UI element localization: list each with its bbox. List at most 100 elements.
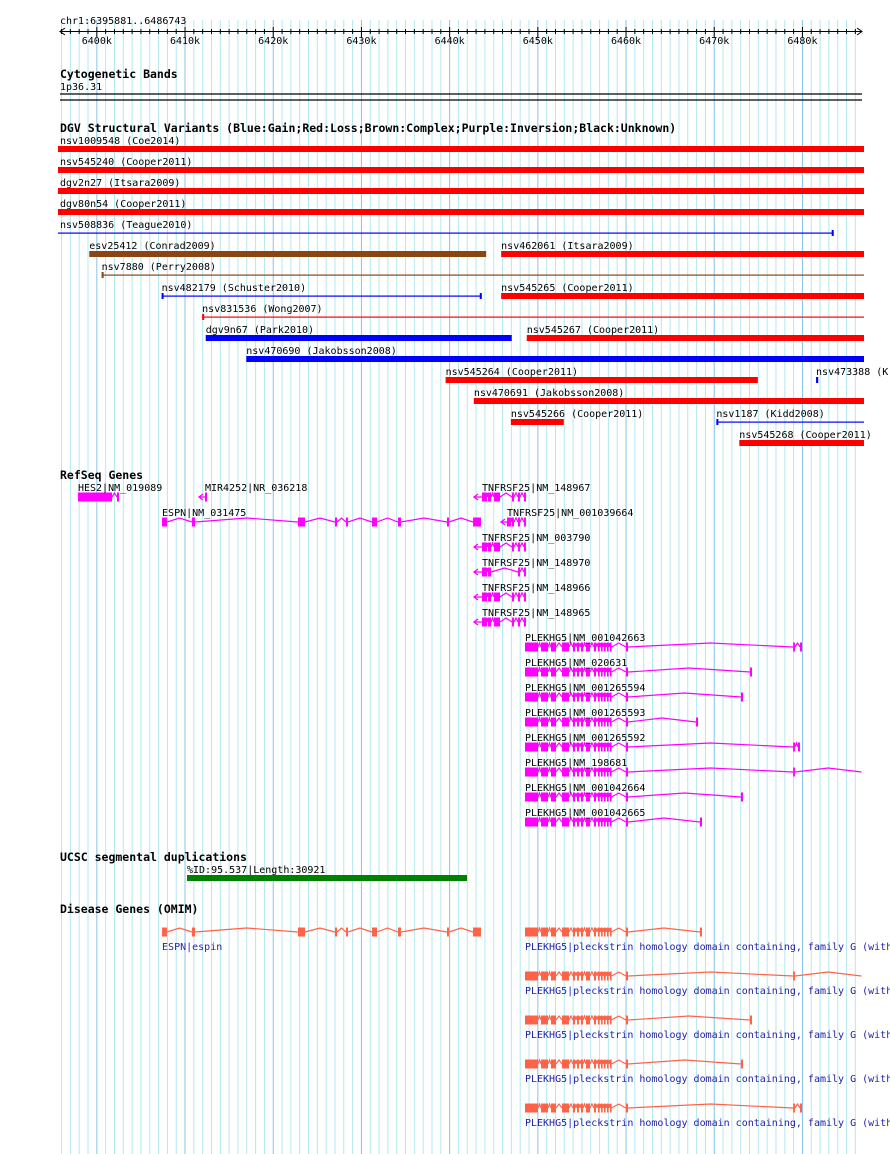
dgv-feature[interactable]: nsv7880 (Perry2008) bbox=[101, 262, 864, 278]
intron bbox=[595, 642, 599, 648]
track-cytogenetic-bands[interactable]: Cytogenetic Bands 1p36.31 bbox=[60, 67, 862, 101]
exon bbox=[604, 717, 606, 727]
dgv-feature[interactable]: nsv545268 (Cooper2011) bbox=[739, 430, 872, 446]
exon bbox=[586, 1103, 590, 1113]
exon bbox=[598, 1103, 600, 1113]
refseq-transcript[interactable]: PLEKHG5|NM_001265593 bbox=[524, 708, 699, 727]
exon bbox=[601, 742, 603, 752]
track-dgv-structural-variants[interactable]: DGV Structural Variants (Blue:Gain;Red:L… bbox=[58, 121, 888, 446]
exon bbox=[562, 767, 569, 777]
intron bbox=[547, 741, 552, 748]
refseq-transcript[interactable]: TNFRSF25|NM_003790 bbox=[472, 533, 590, 552]
dgv-feature[interactable]: nsv1009548 (Coe2014) bbox=[58, 136, 864, 152]
exon bbox=[577, 1103, 579, 1113]
dgv-feature[interactable]: dgv2n27 (Itsara2009) bbox=[58, 178, 864, 194]
dgv-feature[interactable]: nsv473388 (K bbox=[816, 367, 888, 383]
intron bbox=[568, 666, 574, 673]
dgv-feature[interactable]: nsv482179 (Schuster2010) bbox=[161, 283, 482, 299]
dgv-feature[interactable]: nsv1187 (Kidd2008) bbox=[716, 409, 864, 425]
dgv-feature-label: nsv7880 (Perry2008) bbox=[102, 262, 216, 273]
refseq-transcript[interactable]: PLEKHG5|NM_001042665 bbox=[524, 808, 702, 827]
dgv-feature-label: dgv2n27 (Itsara2009) bbox=[60, 178, 180, 189]
dgv-feature[interactable]: nsv462061 (Itsara2009) bbox=[501, 241, 864, 257]
refseq-transcript[interactable]: ESPN|NM_031475 bbox=[162, 508, 481, 527]
dgv-feature[interactable]: dgv80n54 (Cooper2011) bbox=[58, 199, 864, 215]
intron bbox=[595, 817, 599, 823]
dgv-feature[interactable]: dgv9n67 (Park2010) bbox=[205, 325, 512, 341]
exon bbox=[494, 592, 501, 602]
exon bbox=[607, 642, 609, 652]
intron bbox=[537, 816, 542, 823]
dgv-feature-label: dgv9n67 (Park2010) bbox=[206, 325, 314, 336]
dgv-feature-label: nsv482179 (Schuster2010) bbox=[162, 283, 307, 294]
refseq-transcript[interactable]: MIR4252|NR_036218 bbox=[197, 483, 307, 502]
dgv-feature[interactable]: nsv545264 (Cooper2011) bbox=[445, 367, 758, 383]
exon bbox=[601, 1015, 603, 1025]
exon bbox=[577, 767, 579, 777]
intron bbox=[513, 616, 519, 623]
intron bbox=[794, 971, 862, 977]
refseq-transcript[interactable]: PLEKHG5|NM_020631 bbox=[524, 658, 753, 677]
refseq-transcript[interactable]: PLEKHG5|NM_001265594 bbox=[524, 683, 744, 702]
omim-feature[interactable]: PLEKHG5|pleckstrin homology domain conta… bbox=[524, 970, 890, 998]
ruler-tick-label: 6470k bbox=[699, 36, 729, 47]
refseq-transcript[interactable]: TNFRSF25|NM_001039664 bbox=[499, 508, 633, 527]
intron bbox=[582, 741, 587, 748]
exon bbox=[580, 642, 584, 652]
intron bbox=[604, 1059, 608, 1065]
refseq-transcript[interactable]: TNFRSF25|NM_148967 bbox=[472, 483, 590, 502]
exon bbox=[473, 517, 481, 527]
exon bbox=[512, 517, 514, 527]
intron bbox=[376, 927, 399, 933]
exon bbox=[580, 692, 584, 702]
intron bbox=[607, 1015, 611, 1021]
refseq-transcript[interactable]: TNFRSF25|NM_148965 bbox=[472, 608, 590, 627]
intron bbox=[578, 971, 582, 977]
dgv-feature[interactable]: nsv545267 (Cooper2011) bbox=[526, 325, 864, 341]
dgv-feature[interactable]: nsv545265 (Cooper2011) bbox=[501, 283, 864, 299]
exon bbox=[541, 817, 549, 827]
omim-feature[interactable]: PLEKHG5|pleckstrin homology domain conta… bbox=[524, 1014, 890, 1042]
dgv-feature-bar bbox=[58, 209, 864, 215]
exon bbox=[371, 517, 377, 527]
ruler-tick-label: 6480k bbox=[787, 36, 817, 47]
exon bbox=[586, 927, 590, 937]
refseq-transcript[interactable]: PLEKHG5|NM_001042663 bbox=[524, 633, 803, 652]
dgv-feature-line bbox=[202, 316, 865, 318]
track-title: Cytogenetic Bands bbox=[60, 67, 178, 81]
dgv-feature-line bbox=[161, 295, 482, 297]
omim-feature[interactable]: ESPN|espin bbox=[162, 927, 481, 954]
refseq-transcript[interactable]: TNFRSF25|NM_148966 bbox=[472, 583, 590, 602]
dgv-feature[interactable]: nsv831536 (Wong2007) bbox=[202, 304, 865, 320]
dgv-feature[interactable]: esv25412 (Conrad2009) bbox=[89, 241, 487, 257]
segdup-feature[interactable]: %ID:95.537|Length:30921 bbox=[186, 865, 468, 881]
exon bbox=[512, 592, 514, 602]
omim-feature[interactable]: PLEKHG5|pleckstrin homology domain conta… bbox=[524, 926, 890, 954]
refseq-transcript[interactable]: TNFRSF25|NM_148970 bbox=[472, 558, 590, 577]
exon bbox=[598, 817, 600, 827]
refseq-transcript[interactable]: PLEKHG5|NM_001265592 bbox=[524, 733, 800, 752]
dgv-feature[interactable]: nsv470690 (Jakobsson2008) bbox=[246, 346, 864, 362]
intron bbox=[607, 742, 611, 748]
refseq-transcript[interactable]: PLEKHG5|NM_001042664 bbox=[524, 783, 744, 802]
exon bbox=[699, 817, 702, 827]
exon bbox=[488, 617, 492, 627]
omim-feature[interactable]: PLEKHG5|pleckstrin homology domain conta… bbox=[524, 1058, 890, 1086]
intron bbox=[555, 666, 563, 673]
track-segmental-duplications[interactable]: UCSC segmental duplications %ID:95.537|L… bbox=[60, 850, 468, 881]
dgv-feature[interactable]: nsv545266 (Cooper2011) bbox=[510, 409, 643, 425]
refseq-transcript[interactable]: HES2|NM_019089 bbox=[77, 483, 162, 502]
omim-feature[interactable]: PLEKHG5|pleckstrin homology domain conta… bbox=[524, 1102, 890, 1130]
exon bbox=[610, 817, 612, 827]
dgv-feature[interactable]: nsv508836 (Teague2010) bbox=[58, 220, 834, 236]
omim-label: PLEKHG5|pleckstrin homology domain conta… bbox=[525, 1030, 890, 1041]
dgv-feature[interactable]: nsv470691 (Jakobsson2008) bbox=[473, 388, 864, 404]
dgv-feature[interactable]: nsv545240 (Cooper2011) bbox=[58, 157, 864, 173]
exon bbox=[551, 927, 557, 937]
refseq-transcript[interactable]: PLEKHG5|NM_198681 bbox=[524, 758, 862, 777]
intron bbox=[582, 716, 587, 723]
